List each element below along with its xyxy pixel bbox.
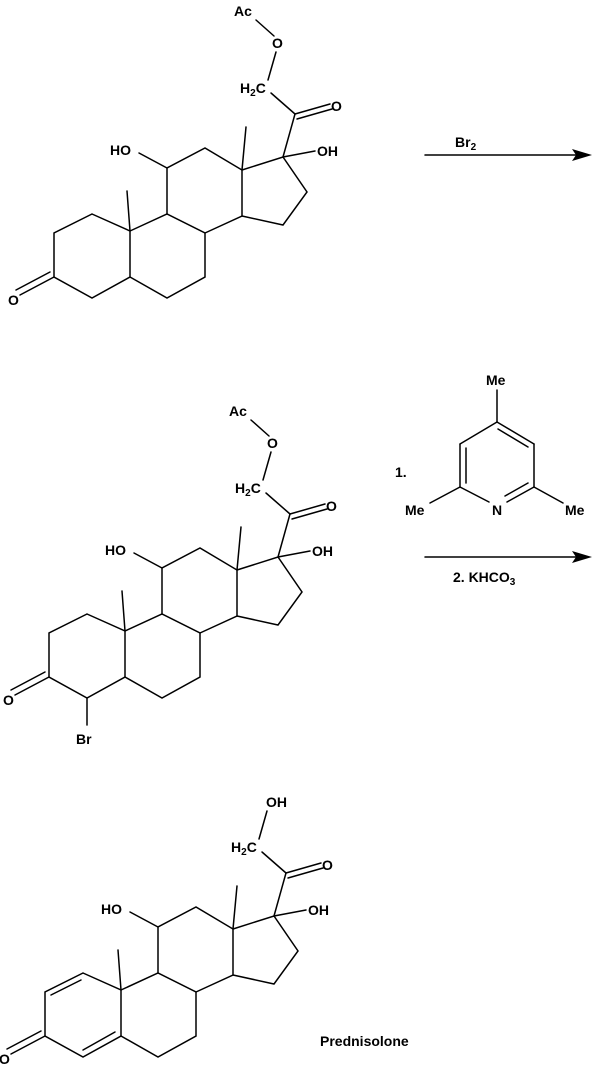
bromo-intermediate-structure: Ac O H2C O OH HO O Br xyxy=(3,403,337,747)
c11-hydroxyl-label: HO xyxy=(101,901,122,917)
c3-ketone-oxygen-label: O xyxy=(0,1051,10,1067)
reaction-arrow-2: 1. Me Me Me N 2. KHCO3 xyxy=(395,372,592,588)
c21-hydroxyl-label: OH xyxy=(266,794,287,810)
c11-hydroxyl-label: HO xyxy=(110,142,131,158)
reaction-arrow-1: Br2 xyxy=(424,134,592,161)
c17-hydroxyl-label: OH xyxy=(312,543,333,559)
methylene-label: H2C xyxy=(235,480,261,499)
c3-ketone-oxygen-label: O xyxy=(3,692,14,708)
methylene-label: H2C xyxy=(240,80,266,99)
methyl-right-label: Me xyxy=(565,502,585,518)
c17-hydroxyl-label: OH xyxy=(317,143,338,159)
reagent-bromine-label: Br2 xyxy=(455,134,477,153)
methyl-top-label: Me xyxy=(486,372,506,388)
bromine-substituent-label: Br xyxy=(76,731,92,747)
step-1-label: 1. xyxy=(395,464,407,480)
c3-ketone-oxygen-label: O xyxy=(8,292,19,308)
ketone-oxygen-label: O xyxy=(322,857,333,873)
collidine-structure: Me Me Me N xyxy=(405,372,585,518)
ketone-oxygen-label: O xyxy=(331,98,342,114)
ketone-oxygen-label: O xyxy=(326,498,337,514)
c11-hydroxyl-label: HO xyxy=(105,542,126,558)
pyridine-nitrogen-label: N xyxy=(492,502,502,518)
acetyl-label: Ac xyxy=(229,403,247,419)
product-name-label: Prednisolone xyxy=(320,1033,409,1049)
methyl-left-label: Me xyxy=(405,502,425,518)
ester-oxygen-label: O xyxy=(267,435,278,451)
c17-hydroxyl-label: OH xyxy=(308,902,329,918)
starting-material-structure: Ac O H2C O OH HO O xyxy=(8,3,342,308)
methylene-label: H2C xyxy=(231,839,257,858)
step-2-reagent-label: 2. KHCO3 xyxy=(453,569,516,588)
ester-oxygen-label: O xyxy=(272,35,283,51)
acetyl-label: Ac xyxy=(234,3,252,19)
prednisolone-structure: OH H2C O OH HO O xyxy=(0,794,333,1067)
